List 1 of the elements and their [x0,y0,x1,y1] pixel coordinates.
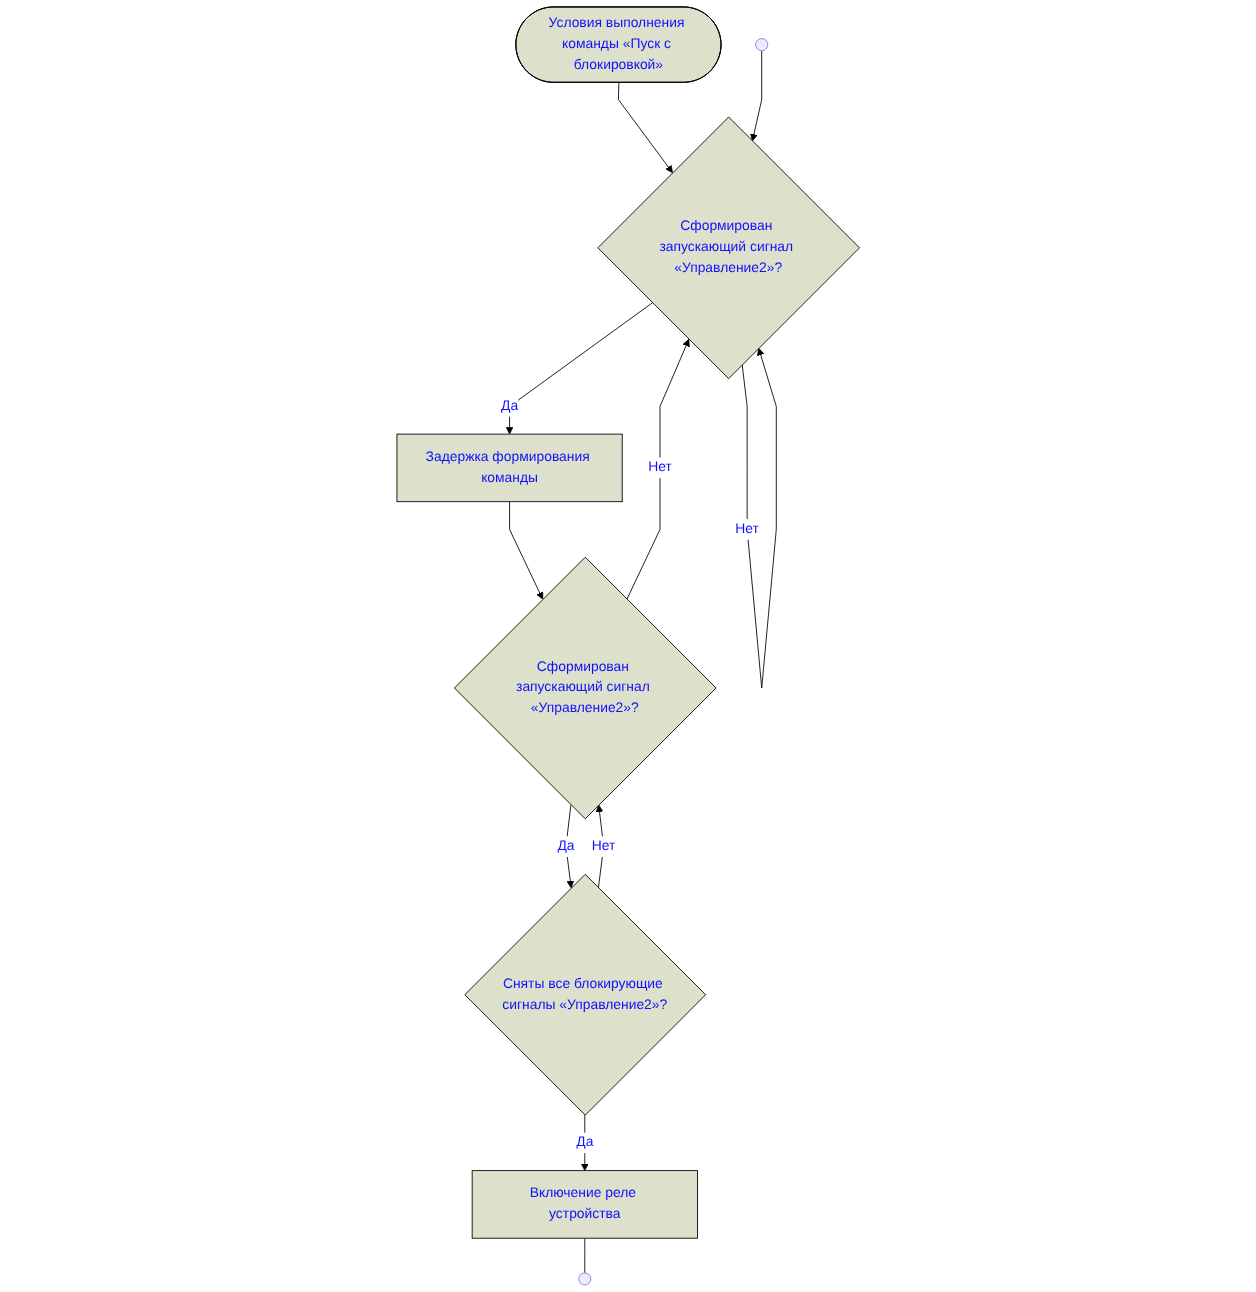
connector [584,1237,585,1274]
